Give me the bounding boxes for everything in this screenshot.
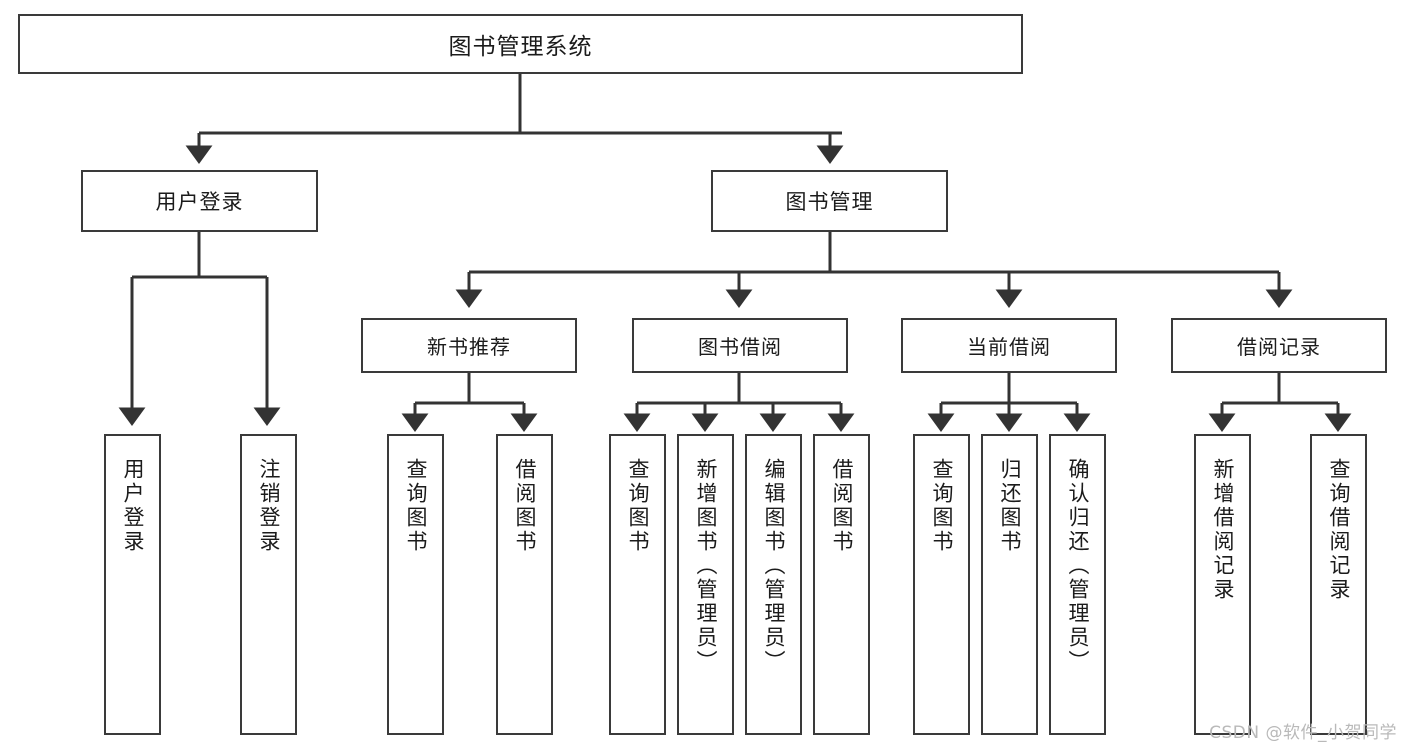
node-borrow-record[interactable]: 借阅记录 xyxy=(1171,318,1387,373)
csdn-watermark: CSDN @软件_小贺同学 xyxy=(1209,723,1397,743)
node-label: 注销登录 xyxy=(257,458,281,554)
node-label: 用户登录 xyxy=(155,190,244,214)
node-user-login[interactable]: 用户登录 xyxy=(81,170,318,232)
leaf-book-borrow-query-book[interactable]: 查询图书 xyxy=(609,434,666,735)
node-label: 新增借阅记录 xyxy=(1211,458,1235,602)
node-label: 图书借阅 xyxy=(698,335,782,359)
leaf-current-borrow-return-book[interactable]: 归还图书 xyxy=(981,434,1038,735)
leaf-current-borrow-query-book[interactable]: 查询图书 xyxy=(913,434,970,735)
leaf-current-borrow-confirm-return-admin[interactable]: 确认归还（管理员） xyxy=(1049,434,1106,735)
node-label: 新书推荐 xyxy=(427,335,511,359)
leaf-new-book-borrow-book[interactable]: 借阅图书 xyxy=(496,434,553,735)
node-label: 新增图书（管理员） xyxy=(694,458,718,674)
leaf-borrow-record-query-record[interactable]: 查询借阅记录 xyxy=(1310,434,1367,735)
leaf-book-borrow-add-book-admin[interactable]: 新增图书（管理员） xyxy=(677,434,734,735)
leaf-user-login-login[interactable]: 用户登录 xyxy=(104,434,161,735)
node-book-management[interactable]: 图书管理 xyxy=(711,170,948,232)
node-label: 借阅图书 xyxy=(830,458,854,554)
node-label: 当前借阅 xyxy=(967,335,1051,359)
node-label: 归还图书 xyxy=(998,458,1022,554)
node-label: 查询图书 xyxy=(930,458,954,554)
node-label: 用户登录 xyxy=(121,458,145,554)
leaf-new-book-query-book[interactable]: 查询图书 xyxy=(387,434,444,735)
node-new-book-recommendation[interactable]: 新书推荐 xyxy=(361,318,577,373)
leaf-book-borrow-edit-book-admin[interactable]: 编辑图书（管理员） xyxy=(745,434,802,735)
node-book-borrow[interactable]: 图书借阅 xyxy=(632,318,848,373)
node-label: 查询图书 xyxy=(626,458,650,554)
node-label: 借阅记录 xyxy=(1237,335,1321,359)
node-root-book-management-system[interactable]: 图书管理系统 xyxy=(18,14,1023,74)
node-label: 图书管理 xyxy=(785,190,874,214)
node-label: 查询图书 xyxy=(404,458,428,554)
node-label: 确认归还（管理员） xyxy=(1066,458,1090,674)
node-label: 图书管理系统 xyxy=(448,34,593,60)
node-current-borrow[interactable]: 当前借阅 xyxy=(901,318,1117,373)
node-label: 编辑图书（管理员） xyxy=(762,458,786,674)
node-label: 借阅图书 xyxy=(513,458,537,554)
leaf-user-login-logout[interactable]: 注销登录 xyxy=(240,434,297,735)
leaf-book-borrow-borrow-book[interactable]: 借阅图书 xyxy=(813,434,870,735)
node-label: 查询借阅记录 xyxy=(1327,458,1351,602)
leaf-borrow-record-add-record[interactable]: 新增借阅记录 xyxy=(1194,434,1251,735)
